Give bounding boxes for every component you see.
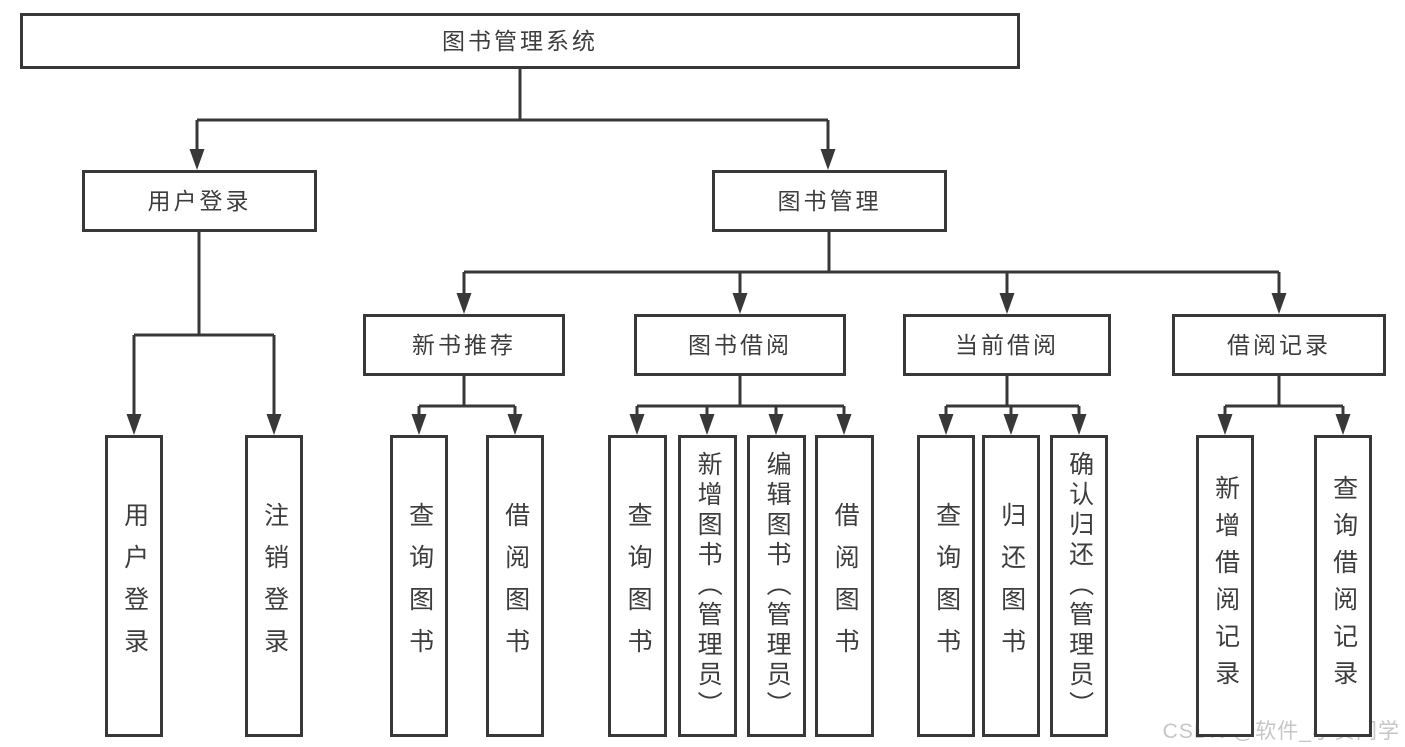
node-new-book-rec: 新书推荐 <box>363 314 565 376</box>
node-bb-edit: 编辑图书（管理员） <box>747 435 806 737</box>
node-book-borrow: 图书借阅 <box>634 314 846 376</box>
node-br-add: 新增借阅记录 <box>1196 435 1254 737</box>
node-borrow-record: 借阅记录 <box>1172 314 1386 376</box>
node-bb-add: 新增图书（管理员） <box>678 435 737 737</box>
node-nbr-query: 查询图书 <box>390 435 448 737</box>
node-cb-return: 归还图书 <box>982 435 1040 737</box>
node-bb-query: 查询图书 <box>608 435 667 737</box>
node-book-mgmt: 图书管理 <box>712 170 947 232</box>
node-root: 图书管理系统 <box>20 13 1020 69</box>
node-cb-query: 查询图书 <box>917 435 975 737</box>
node-current-borrow: 当前借阅 <box>903 314 1111 376</box>
node-cb-confirm: 确认归还（管理员） <box>1050 435 1108 737</box>
node-leaf-logout: 注销登录 <box>245 435 303 737</box>
node-bb-borrow: 借阅图书 <box>815 435 874 737</box>
node-user-login: 用户登录 <box>82 170 317 232</box>
node-nbr-borrow: 借阅图书 <box>486 435 544 737</box>
node-leaf-user-login: 用户登录 <box>105 435 163 737</box>
node-br-query: 查询借阅记录 <box>1314 435 1372 737</box>
